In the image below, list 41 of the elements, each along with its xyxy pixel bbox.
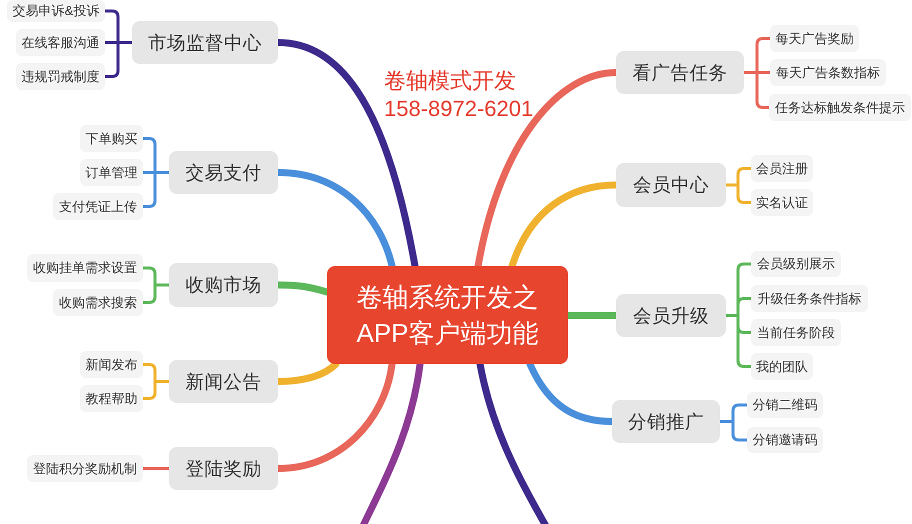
subtopic-node: 任务达标触发条件提示: [769, 94, 911, 121]
subtopic-node: 登陆积分奖励机制: [27, 455, 143, 482]
subtopic-node: 每天广告奖励: [770, 25, 859, 52]
subtopic-node: 会员注册: [751, 155, 813, 182]
subtopic-node: 分销二维码: [747, 392, 823, 418]
subtopic-node: 当前任务阶段: [751, 319, 841, 346]
main-topic-node: 会员升级: [616, 294, 726, 337]
subtopic-node: 支付凭证上传: [53, 193, 143, 220]
subtopic-node: 每天广告条数指标: [770, 59, 886, 86]
central-topic-node: 卷轴系统开发之APP客户端功能: [327, 266, 568, 364]
promo-caption: 卷轴模式开发: [384, 67, 516, 95]
subtopic-node: 实名认证: [751, 189, 813, 216]
subtopic-node: 订单管理: [80, 159, 143, 186]
subtopic-node: 我的团队: [751, 353, 813, 380]
main-topic-node: 新闻公告: [169, 360, 278, 403]
subtopic-node: 在线客服沟通: [16, 29, 105, 56]
subtopic-node: 交易申诉&投诉: [7, 0, 105, 22]
main-topic-node: 分销推广: [612, 400, 720, 443]
main-topic-node: 会员中心: [616, 163, 726, 207]
bracket-line: [142, 284, 170, 304]
subtopic-node: 收购需求搜索: [53, 289, 143, 316]
bracket-line: [142, 467, 170, 470]
subtopic-node: 升级任务条件指标: [751, 285, 868, 312]
subtopic-node: 违规罚戒制度: [16, 63, 105, 90]
main-topic-node: 看广告任务: [616, 51, 744, 94]
main-topic-node: 收购市场: [169, 263, 278, 307]
bracket-line: [142, 380, 170, 400]
main-topic-node: 市场监督中心: [132, 21, 278, 64]
bracket-line: [104, 41, 134, 78]
main-topic-node: 登陆奖励: [169, 447, 278, 490]
bracket-line: [142, 171, 170, 208]
main-topic-node: 交易支付: [169, 151, 278, 194]
bracket-line: [742, 71, 770, 109]
subtopic-node: 会员级别展示: [751, 251, 841, 277]
subtopic-node: 新闻发布: [80, 351, 143, 378]
subtopic-node: 下单购买: [80, 125, 143, 152]
subtopic-node: 教程帮助: [80, 385, 143, 412]
bracket-line: [718, 420, 748, 442]
subtopic-node: 收购挂单需求设置: [27, 254, 143, 282]
subtopic-node: 分销邀请码: [747, 427, 823, 453]
phone-number: 158-8972-6201: [384, 95, 534, 123]
